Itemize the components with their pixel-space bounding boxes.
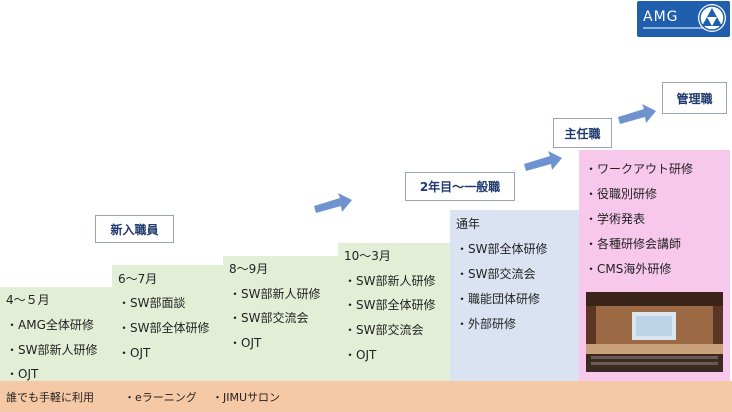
stage-manager: 管理職 [662,82,727,114]
logo-icon [698,4,726,32]
column-apr-may: 4～５月 ・AMG全体研修 ・SW部新人研修 ・OJT [0,287,112,381]
list-item: ・各種研修会講師 [585,237,682,251]
list-item: ・OJT [118,346,151,360]
list-item: ・SW部全体研修 [344,298,436,312]
logo-text: AMG [643,9,679,25]
list-item: ・SW部交流会 [344,323,424,337]
list-item: ・SW部新人研修 [229,287,321,301]
stage-chief: 主任職 [553,118,612,148]
column-jun-jul: 6～7月 ・SW部面談 ・SW部全体研修 ・OJT [112,265,223,381]
column-oct-mar: 10～3月 ・SW部新人研修 ・SW部全体研修 ・SW部交流会 ・OJT [338,243,450,381]
list-item: ・ワークアウト研修 [585,162,694,176]
list-item: ・SW部交流会 [229,311,309,325]
column-title: 10～3月 [344,249,391,263]
arrow-icon [524,151,562,171]
stage-new-staff: 新入職員 [95,215,174,243]
column-title: 4～５月 [6,293,50,307]
stage-general: 2年目～一般職 [405,172,515,201]
column-aug-sep: 8～9月 ・SW部新人研修 ・SW部交流会 ・OJT [223,256,338,381]
list-item: ・SW部全体研修 [118,321,210,335]
jimu-salon-label: ・JIMUサロン [212,391,281,404]
list-item: ・SW部面談 [118,296,186,310]
list-item: ・OJT [344,348,377,362]
arrow-icon [618,104,656,124]
list-item: ・CMS海外研修 [585,262,672,276]
bottom-label: 誰でも手軽に利用 [6,391,94,404]
list-item: ・SW部新人研修 [6,343,98,357]
list-item: ・SW部交流会 [456,267,536,281]
auditorium-photo [586,292,723,372]
column-leadership: ・ワークアウト研修 ・役職別研修 ・学術発表 ・各種研修会講師 ・CMS海外研修 [579,150,730,381]
list-item: ・SW部全体研修 [456,242,548,256]
amg-logo: AMG [637,1,730,37]
list-item: ・学術発表 [585,212,646,226]
common-resources-bar: 誰でも手軽に利用 ・eラーニング ・JIMUサロン [0,381,732,412]
list-item: ・役職別研修 [585,187,658,201]
list-item: ・OJT [6,367,39,381]
list-item: ・SW部新人研修 [344,274,436,288]
list-item: ・職能団体研修 [456,292,541,306]
list-item: ・外部研修 [456,317,517,331]
arrow-icon [314,193,352,213]
column-title: 6～7月 [118,272,158,286]
list-item: ・AMG全体研修 [6,318,94,332]
column-title: 通年 [456,217,481,231]
list-item: ・OJT [229,336,262,350]
elearning-label: ・eラーニング [124,391,197,404]
column-title: 8～9月 [229,262,269,276]
logo-underline [643,27,703,29]
column-all-year: 通年 ・SW部全体研修 ・SW部交流会 ・職能団体研修 ・外部研修 [450,210,579,381]
